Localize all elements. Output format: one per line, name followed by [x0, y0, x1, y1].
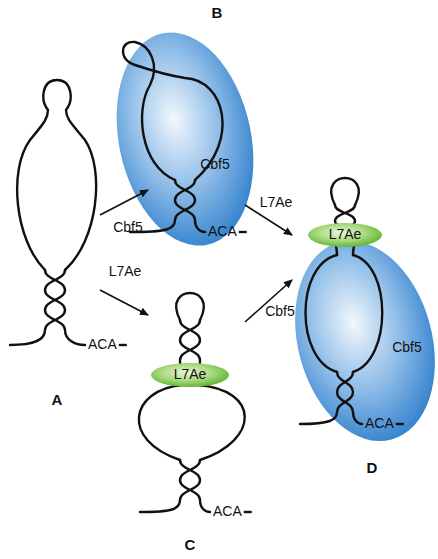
strand-end: [239, 231, 247, 233]
protein-name: L7Ae: [174, 367, 207, 382]
l7ae-protein: L7Ae: [150, 362, 230, 388]
protein-ellipse: [151, 363, 229, 387]
panel-letter: D: [367, 460, 378, 477]
protein-label: Cbf5: [113, 220, 143, 235]
sequence-label: ACA: [88, 337, 117, 352]
cbf5-protein: Cbf5: [297, 238, 433, 444]
protein-label: L7Ae: [260, 195, 293, 210]
protein-name: Cbf5: [200, 157, 230, 172]
strand-end: [119, 344, 127, 346]
protein-label: Cbf5: [265, 304, 295, 319]
rna-helix: [10, 270, 65, 345]
protein-shape: [118, 30, 252, 248]
panel-letter: C: [185, 537, 196, 554]
cbf5-protein: Cbf5: [118, 30, 252, 248]
sequence-label: ACA: [365, 416, 394, 431]
rna-loop: [176, 293, 204, 320]
sequence-label: ACA: [213, 504, 242, 519]
protein-label: L7Ae: [109, 264, 142, 279]
reaction-arrow: [100, 290, 148, 315]
protein-ellipse: [274, 225, 438, 457]
protein-ellipse: [98, 20, 272, 259]
panel-letter: A: [52, 392, 63, 409]
l7ae-protein: L7Ae: [307, 222, 383, 248]
strand-end: [244, 511, 252, 513]
protein-ellipse: [308, 223, 382, 247]
panel-letter: B: [212, 5, 223, 22]
strand-end: [396, 423, 404, 425]
protein-name: L7Ae: [329, 227, 362, 242]
protein-name: Cbf5: [392, 340, 422, 355]
rna-loop: [198, 385, 245, 460]
rna-loop: [17, 80, 96, 270]
rna-helix: [180, 460, 210, 512]
sequence-label: ACA: [208, 224, 237, 239]
rna-helix: [140, 460, 200, 512]
rna-loop: [139, 385, 182, 460]
rna-loop: [331, 178, 359, 205]
